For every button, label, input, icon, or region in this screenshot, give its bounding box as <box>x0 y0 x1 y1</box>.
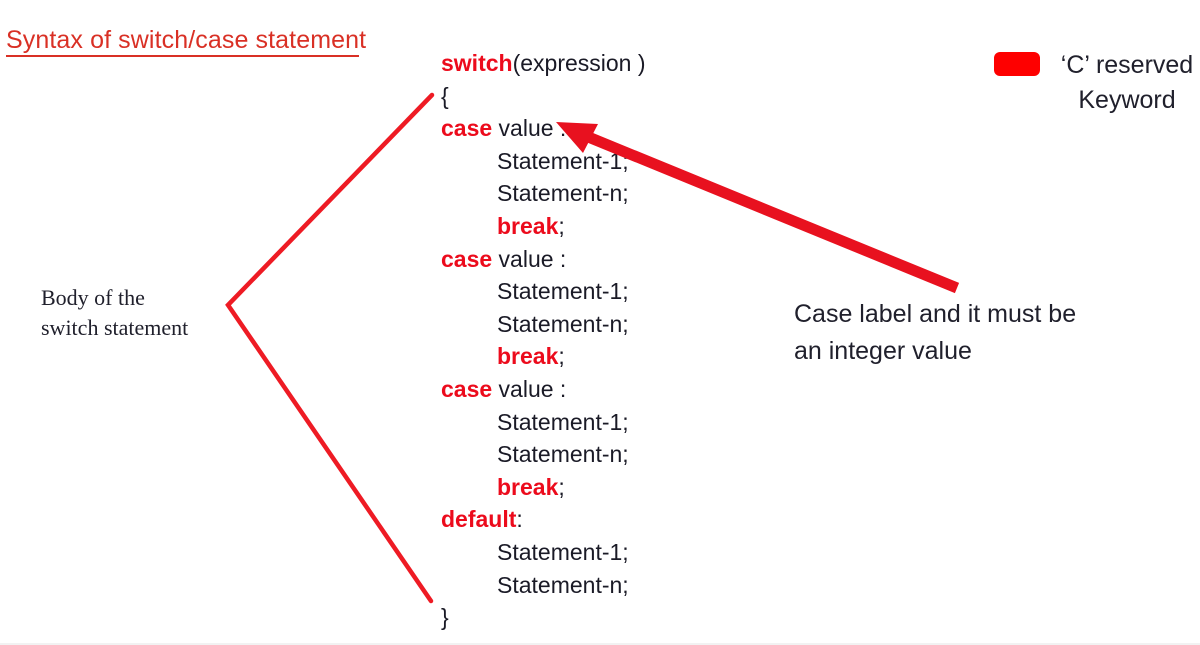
code-line: Statement-1; <box>441 406 646 439</box>
title-underline <box>6 55 359 57</box>
annotation-case-label: Case label and it must be an integer val… <box>794 300 1077 365</box>
code-keyword: case <box>441 245 493 272</box>
code-keyword: break <box>497 473 559 500</box>
code-text: Statement-n; <box>497 310 629 337</box>
code-line: } <box>441 601 646 634</box>
body-bracket-shape <box>225 92 435 604</box>
code-block: switch(expression ){case value :Statemen… <box>441 47 646 634</box>
code-line: case value : <box>441 373 646 406</box>
code-text: Statement-1; <box>497 538 629 565</box>
code-line: Statement-1; <box>441 145 646 178</box>
code-line: case value : <box>441 112 646 145</box>
code-text: ; <box>558 343 565 370</box>
code-line: Statement-n; <box>441 177 646 210</box>
legend-label: ‘C’ reserved Keyword <box>1060 51 1194 114</box>
code-text: { <box>441 82 449 109</box>
code-line: switch(expression ) <box>441 47 646 80</box>
code-text: } <box>441 604 449 631</box>
code-text: (expression ) <box>512 50 646 76</box>
code-text: value : <box>492 245 567 272</box>
code-line: Statement-n; <box>441 569 646 602</box>
code-line: Statement-n; <box>441 308 646 341</box>
code-keyword: switch <box>441 50 513 76</box>
code-text: value : <box>492 115 567 142</box>
annotation-body-of-switch: Body of the switch statement <box>41 285 189 340</box>
code-text: ; <box>558 212 565 239</box>
code-keyword: default <box>441 506 517 533</box>
code-line: break; <box>441 471 646 504</box>
code-text: Statement-1; <box>497 278 629 305</box>
code-line: Statement-1; <box>441 275 646 308</box>
code-text: value : <box>492 375 567 402</box>
code-line: break; <box>441 210 646 243</box>
code-line: Statement-n; <box>441 438 646 471</box>
code-text: Statement-n; <box>497 441 629 468</box>
code-text: Statement-1; <box>497 147 629 174</box>
code-keyword: break <box>497 212 559 239</box>
code-line: break; <box>441 340 646 373</box>
legend-color-swatch-icon <box>994 52 1040 76</box>
code-text: Statement-1; <box>497 408 629 435</box>
page-title: Syntax of switch/case statement <box>6 26 367 54</box>
code-line: case value : <box>441 243 646 276</box>
code-line: default: <box>441 503 646 536</box>
code-line: { <box>441 80 646 113</box>
code-text: Statement-n; <box>497 571 629 598</box>
code-keyword: case <box>441 115 493 142</box>
code-text: Statement-n; <box>497 180 629 207</box>
code-line: Statement-1; <box>441 536 646 569</box>
code-keyword: case <box>441 375 493 402</box>
code-text: : <box>516 506 523 533</box>
code-text: ; <box>558 473 565 500</box>
code-keyword: break <box>497 343 559 370</box>
